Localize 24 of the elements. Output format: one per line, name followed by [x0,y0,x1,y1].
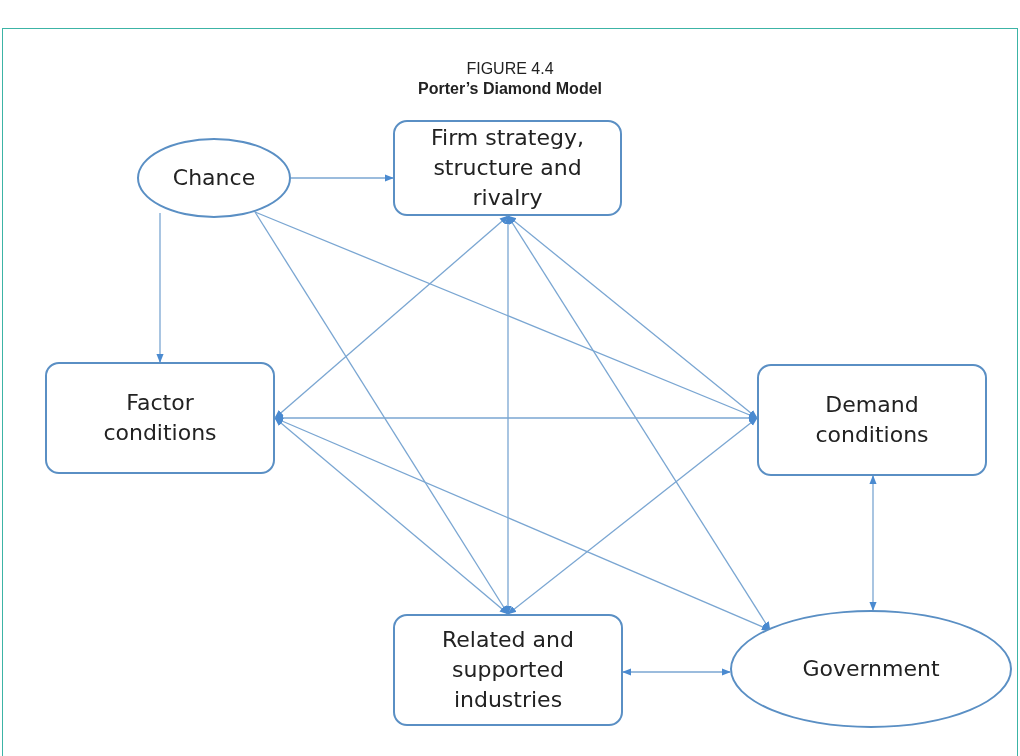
arrow [156,212,164,363]
node-label: Demand conditions [814,391,930,449]
node-label: Chance [172,164,256,193]
figure-number: FIGURE 4.4 [465,60,555,78]
process-box [393,614,623,726]
arrow [274,414,758,422]
arrow [507,417,758,615]
arrow [274,417,771,631]
arrow [274,215,509,419]
arrow [507,215,758,419]
arrow [290,174,394,182]
arrow [274,417,509,615]
arrow [504,215,512,615]
arrow [507,215,771,631]
node-label: Factor conditions [102,389,218,447]
process-box [45,362,275,474]
node-label: Government [802,655,940,684]
arrow [622,668,731,676]
process-box [393,120,622,216]
node-label: Related and supported industries [441,626,575,714]
diagram-title: Porter’s Diamond Model [417,80,603,98]
process-box [757,364,987,476]
arrow [869,475,877,611]
node-label: Firm strategy, structure and rivalry [430,124,585,212]
